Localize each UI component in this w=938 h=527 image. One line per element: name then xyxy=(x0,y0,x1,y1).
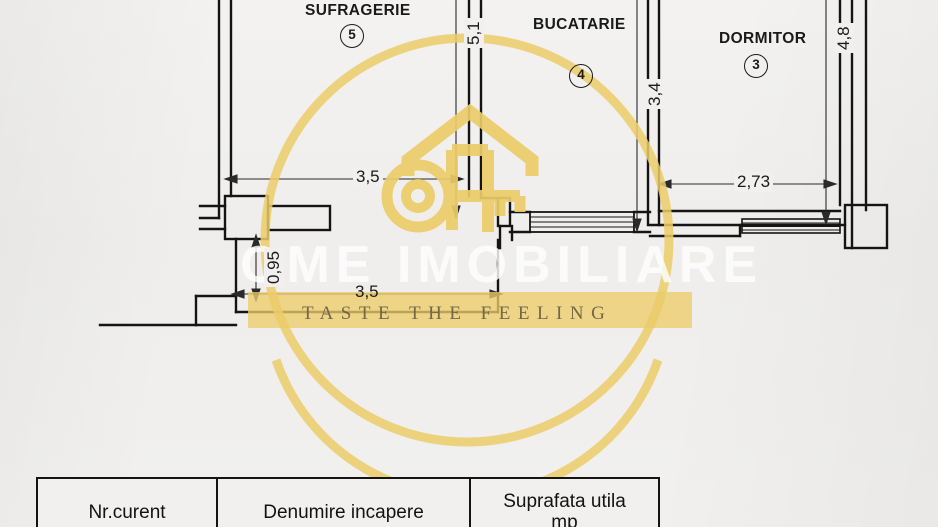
room-label-sufragerie: SUFRAGERIE xyxy=(305,2,411,19)
room-number-sufragerie: 5 xyxy=(340,24,364,48)
dimension-sufragerie-height: 5,1 xyxy=(464,18,484,48)
dimension-sufragerie-width-top: 3,5 xyxy=(353,167,383,187)
room-schedule-table: Nr.curent Denumire incapere Suprafata ut… xyxy=(36,477,660,527)
room-number-dormitor: 3 xyxy=(744,54,768,78)
table-header-denumire: Denumire incapere xyxy=(216,479,469,527)
dimension-terrace-width: 3,5 xyxy=(355,282,379,301)
room-label-dormitor: DORMITOR xyxy=(719,30,807,47)
table-header-suprafata: Suprafata utila mp xyxy=(469,479,658,527)
table-header-suprafata-line1: Suprafata utila xyxy=(503,491,626,513)
dimension-bucatarie-height: 3,4 xyxy=(645,79,665,109)
room-number-bucatarie: 4 xyxy=(569,64,593,88)
room-label-bucatarie: BUCATARIE xyxy=(533,16,626,33)
dimension-dormitor-height: 4,8 xyxy=(834,23,854,53)
dimension-offset-small: 0,95 xyxy=(264,247,284,287)
table-header-nr-curent: Nr.curent xyxy=(88,501,166,523)
dimension-dormitor-width: 2,73 xyxy=(734,172,774,192)
table-header-suprafata-line2: mp xyxy=(551,512,578,527)
